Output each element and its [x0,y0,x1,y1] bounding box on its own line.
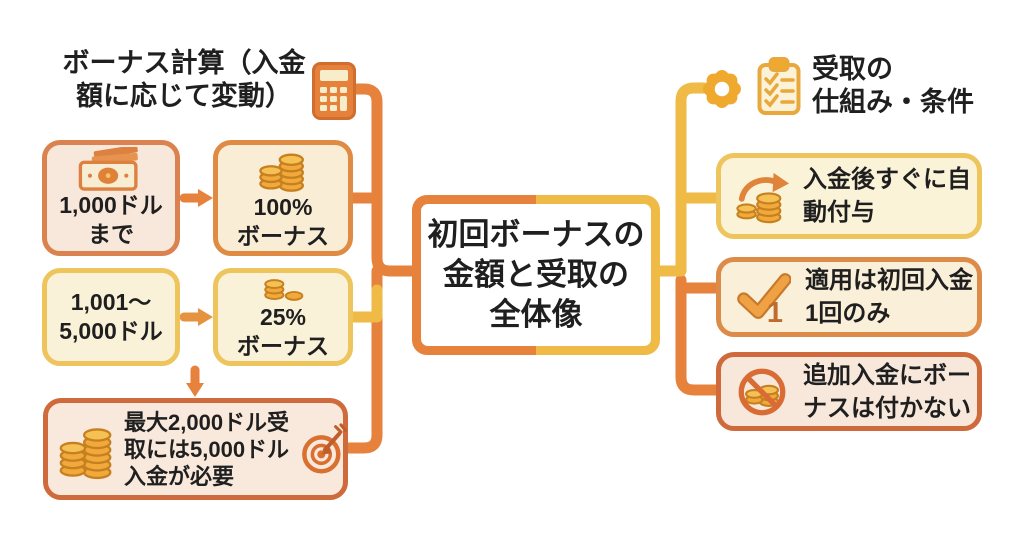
arrow-right-icon [179,189,213,207]
right-title-line1: 受取の [812,54,893,84]
bonus-25-box: 25% ボーナス [213,268,353,366]
gear-icon [703,70,741,108]
first-deposit-line1: 適用は初回入金 [805,267,973,294]
deposit-tier1-box: 1,000ドル まで [42,140,180,256]
no-bonus-icon [738,368,786,415]
arrow-coins-icon [736,172,789,224]
auto-grant-line1: 入金後すぐに自 [803,166,971,193]
max-bonus-note-text: 最大2,000ドル受 取には5,000ドル 入金が必要 [124,409,289,490]
calculator-icon [312,62,356,120]
arrow-right-icon [179,308,213,326]
deposit-tier2-line1: 1,001〜 [70,289,152,315]
no-extra-bonus-box: 追加入金にボー ナスは付かない [716,352,982,431]
central-topic-box: 初回ボーナスの 金額と受取の 全体像 [412,195,660,355]
auto-grant-line2: 動付与 [803,199,875,226]
first-deposit-only-text: 適用は初回入金 1回のみ [805,264,973,330]
first-deposit-line2: 1回のみ [805,300,891,327]
right-title-line2: 仕組み・条件 [812,87,974,117]
deposit-tier2-box: 1,001〜 5,000ドル [42,268,180,366]
note-line1: 最大2,000ドル受 [124,409,290,435]
note-line3: 入金が必要 [124,463,235,489]
bonus-100-line2: ボーナス [237,223,329,249]
center-line3: 全体像 [489,297,583,332]
coin-stacks-icon [59,428,112,480]
deposit-tier1-line1: 1,000ドル [59,192,163,218]
bonus-25-line2: ボーナス [237,333,329,359]
left-title-line1: ボーナス計算（入金 [62,48,306,78]
central-topic-text: 初回ボーナスの 金額と受取の 全体像 [421,204,651,346]
no-extra-line1: 追加入金にボー [803,361,971,389]
check-one-icon: 1 [737,273,791,324]
coin-stacks-icon [259,153,304,192]
first-deposit-only-box: 1 適用は初回入金 1回のみ [716,257,982,337]
left-title-line2: 額に応じて変動） [76,81,292,111]
left-section-title: ボーナス計算（入金 額に応じて変動） [55,47,313,113]
target-icon [302,423,348,474]
right-section-title: 受取の 仕組み・条件 [812,53,974,119]
center-line2: 金額と受取の [443,257,629,292]
note-line2: 取には5,000ドル [124,436,290,462]
bonus-100-line1: 100% [253,194,313,220]
no-extra-bonus-text: 追加入金にボー ナスは付かない [803,359,971,425]
bonus-25-line1: 25% [259,304,307,330]
checklist-icon [757,57,801,115]
coin-stack-and-coin-icon [264,279,304,301]
arrow-down-icon [186,365,204,397]
number-one-badge: 1 [767,297,783,324]
no-extra-line2: ナスは付かない [803,394,971,422]
center-line1: 初回ボーナスの [427,217,645,252]
money-bill-icon [78,147,138,191]
bonus-100-box: 100% ボーナス [213,140,353,256]
deposit-tier1-line2: まで [88,221,134,247]
deposit-tier2-line2: 5,000ドル [59,318,163,344]
max-bonus-note-box: 最大2,000ドル受 取には5,000ドル 入金が必要 [43,398,348,500]
auto-grant-text: 入金後すぐに自 動付与 [803,163,971,229]
auto-grant-box: 入金後すぐに自 動付与 [716,153,982,239]
